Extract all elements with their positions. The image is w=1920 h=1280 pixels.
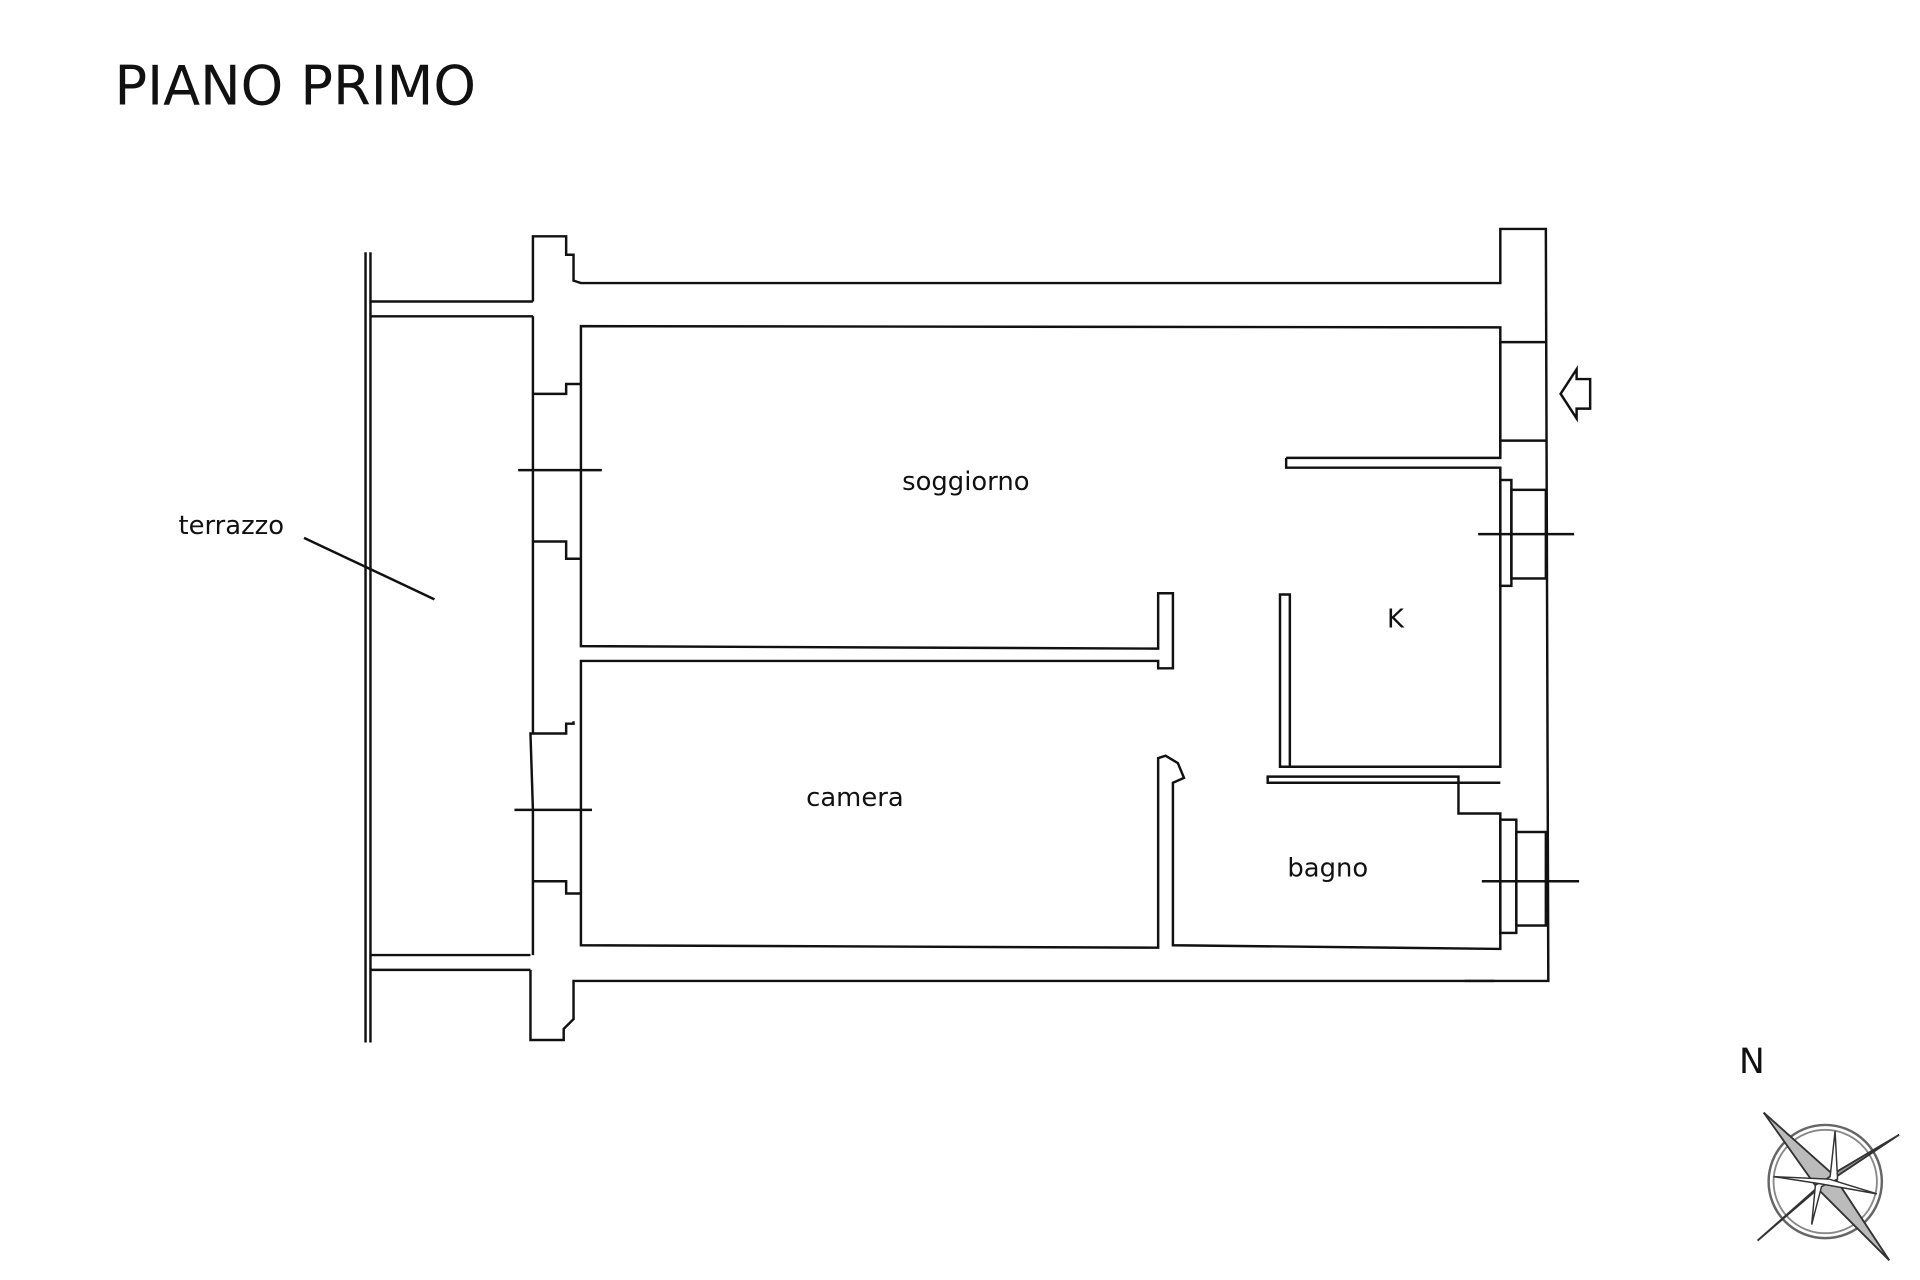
compass-rose-icon bbox=[1756, 1111, 1900, 1261]
room-label-terrazzo: terrazzo bbox=[178, 511, 284, 541]
room-label-kitchen: K bbox=[1387, 605, 1405, 635]
page-title: PIANO PRIMO bbox=[114, 55, 476, 118]
room-label-camera: camera bbox=[806, 783, 904, 813]
entrance-arrow-icon bbox=[1559, 365, 1592, 423]
room-label-bagno: bagno bbox=[1287, 853, 1368, 883]
terrace-leader-line bbox=[303, 536, 435, 601]
room-label-soggiorno: soggiorno bbox=[902, 467, 1029, 497]
walls bbox=[364, 227, 1580, 1043]
north-label: N bbox=[1739, 1042, 1765, 1082]
